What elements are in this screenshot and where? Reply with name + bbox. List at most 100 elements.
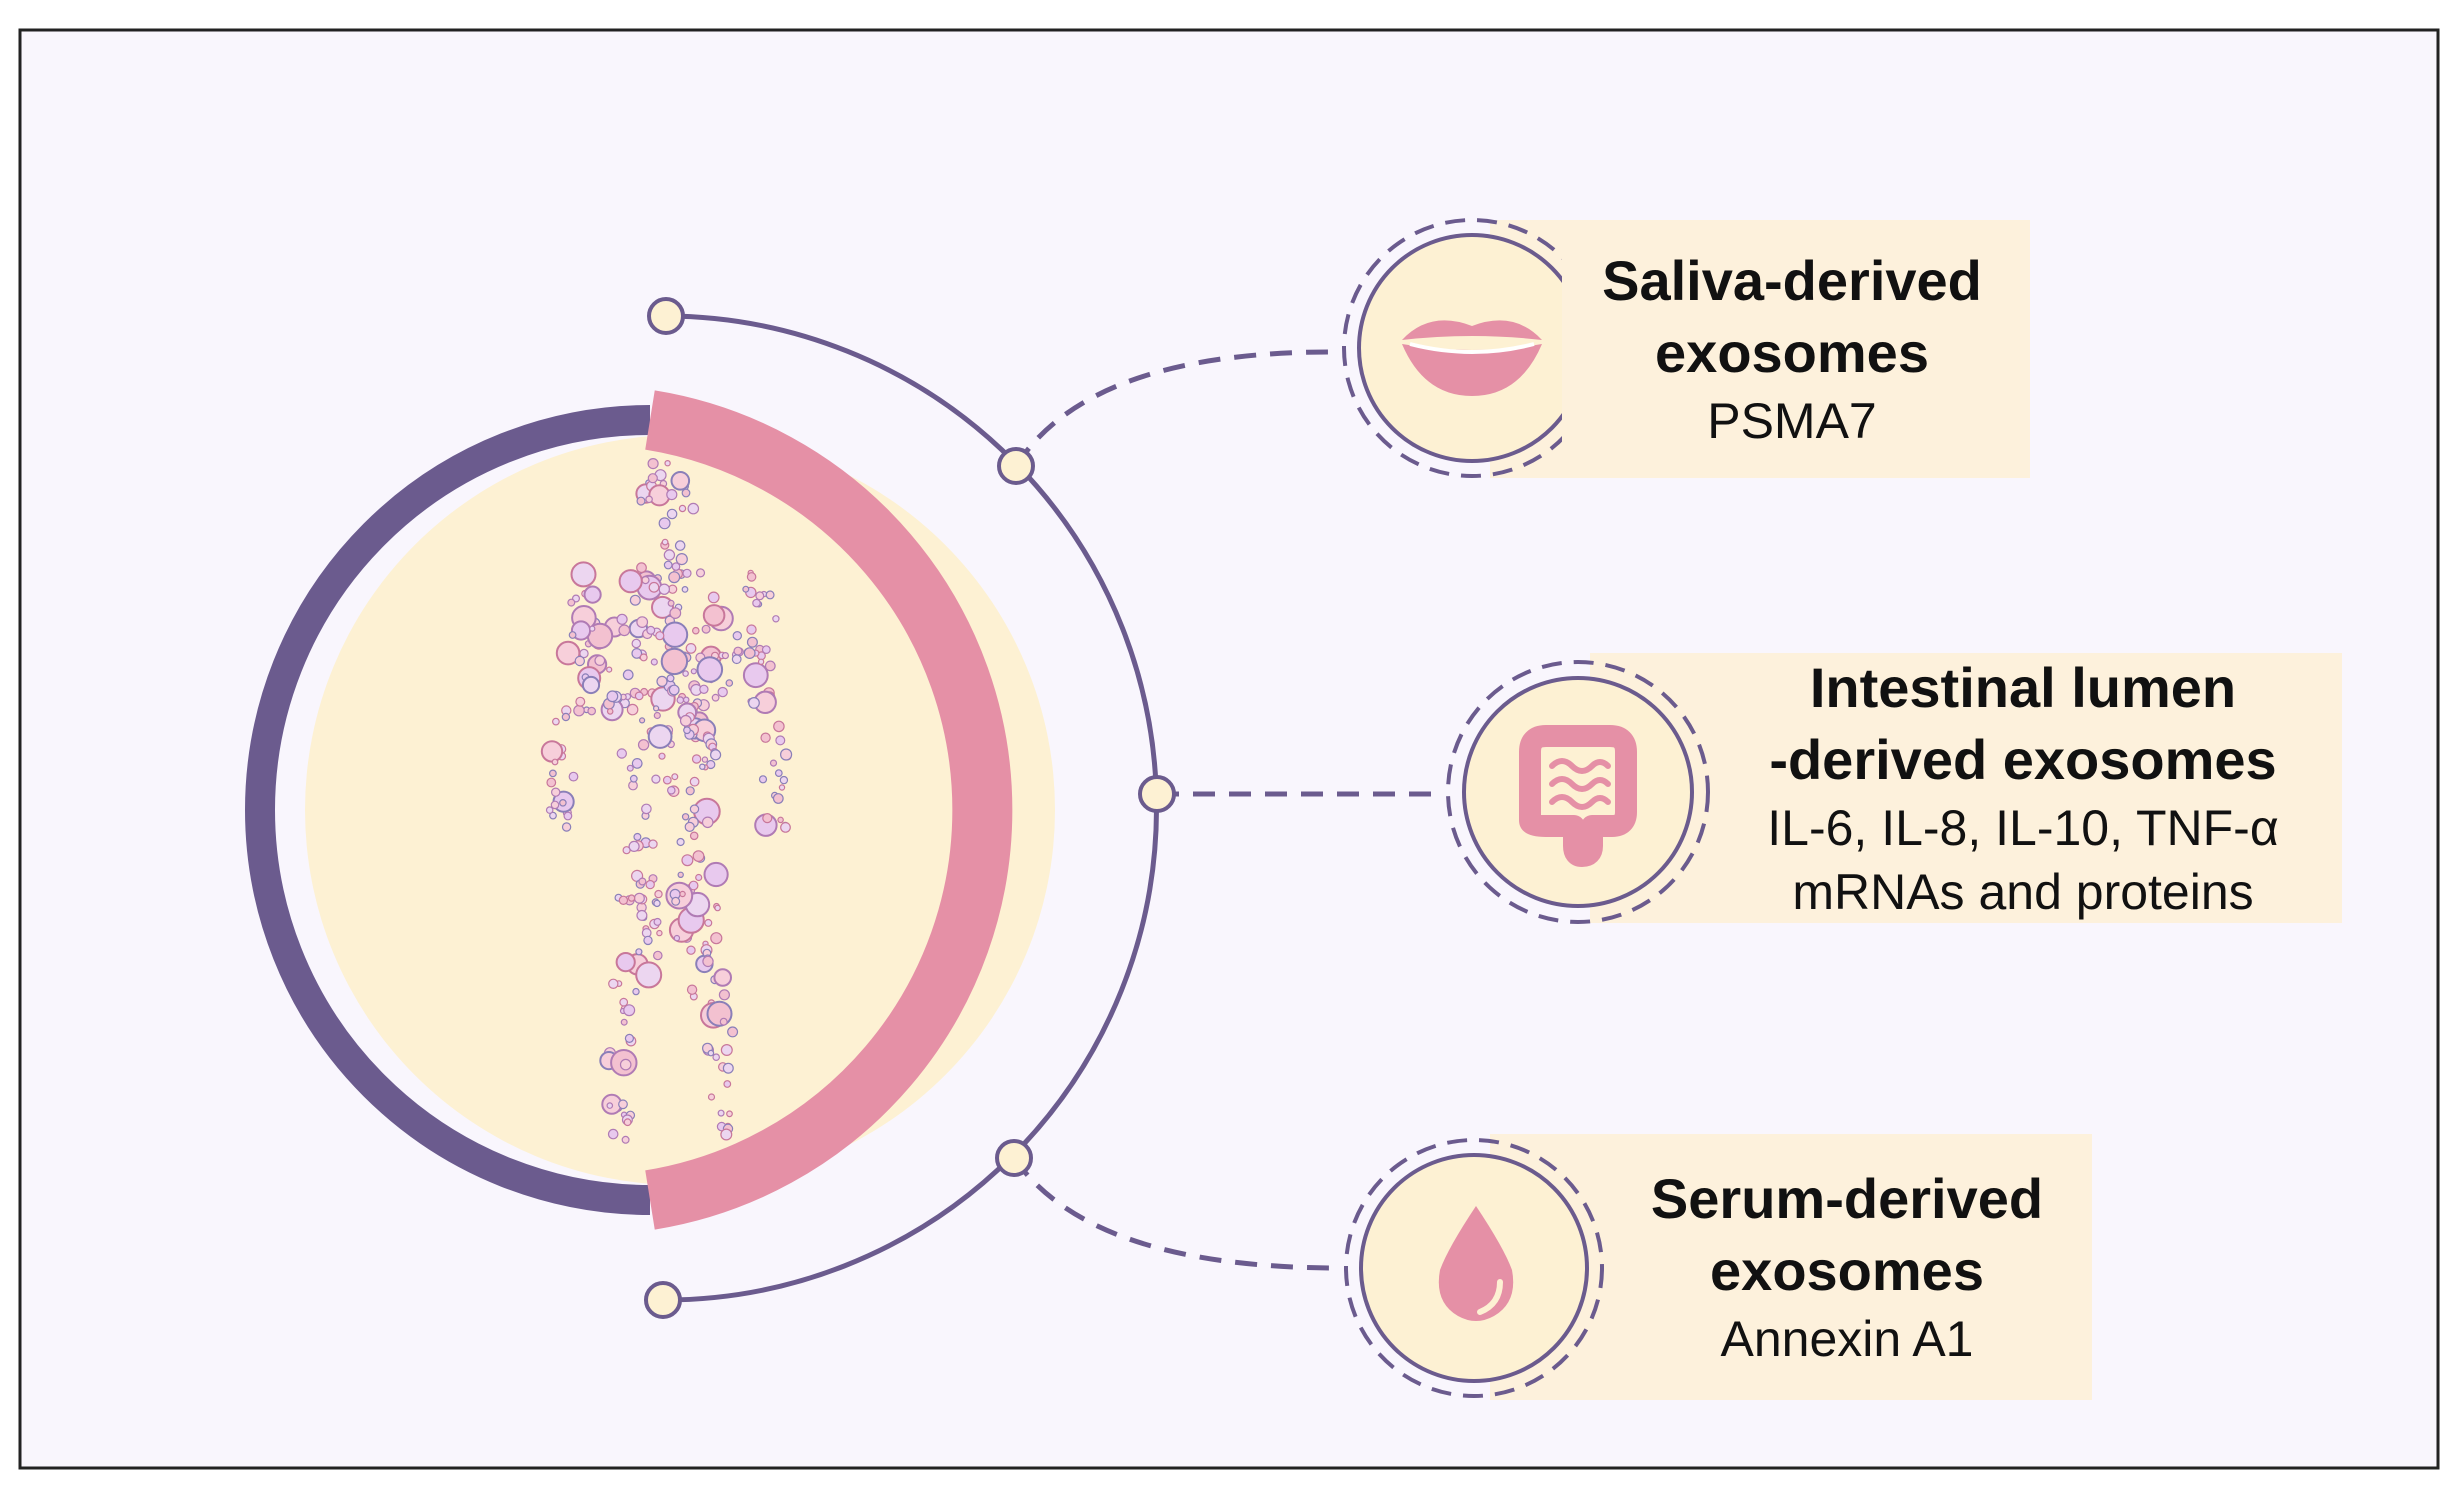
exosome-particle	[701, 756, 709, 763]
exosome-particle	[651, 595, 674, 619]
exosome-particle	[757, 658, 765, 666]
exosome-particle	[761, 645, 771, 654]
exosome-particle	[663, 549, 676, 561]
exosome-particle	[709, 749, 722, 761]
exosome-particle	[594, 655, 606, 666]
exosome-particle	[769, 759, 778, 767]
serum-icon-badge	[1344, 1138, 1604, 1398]
arc-node-saliva	[997, 447, 1035, 485]
exosome-particle	[677, 871, 684, 879]
exosome-particle	[762, 812, 773, 824]
exosome-particle	[765, 590, 775, 600]
exosome-particle	[636, 909, 648, 921]
exosome-particle	[587, 706, 597, 716]
exosome-particle	[667, 599, 675, 607]
exosome-particle	[725, 679, 734, 687]
exosome-particle	[710, 932, 723, 945]
human-body-exosome-mosaic-icon	[540, 458, 793, 1144]
hub-cream-fill	[305, 435, 1055, 1185]
intestinal-title-line-1: Intestinal lumen	[1809, 656, 2237, 719]
exosome-particle	[780, 822, 791, 833]
exosome-particle	[681, 854, 694, 867]
exosome-particle	[540, 740, 564, 763]
exosome-particle	[669, 607, 682, 619]
exosome-particle	[559, 798, 567, 807]
exosome-particle	[618, 624, 631, 637]
exosome-particle	[623, 1118, 632, 1127]
serum-detail-line-1: Annexin A1	[1720, 1311, 1974, 1367]
intestinal-detail-line-1: IL-6, IL-8, IL-10, TNF-α	[1767, 800, 2279, 856]
exosome-particle	[655, 631, 665, 641]
exosome-particle	[682, 696, 690, 704]
exosome-particle	[723, 1080, 732, 1088]
exosome-particle	[618, 569, 643, 594]
exosome-particle	[686, 984, 698, 995]
serum-title-line-2: exosomes	[1710, 1239, 1984, 1302]
exosome-particle	[607, 1128, 619, 1140]
exosome-particle	[717, 686, 728, 698]
lips-icon	[1402, 320, 1542, 396]
exosome-particle	[663, 560, 673, 570]
exosome-particle	[666, 489, 678, 501]
exosome-particle	[668, 571, 681, 584]
exosome-particle	[707, 591, 720, 604]
exosome-particle	[696, 656, 724, 683]
exosome-particle	[682, 670, 689, 677]
exosome-particle	[621, 1135, 630, 1144]
exosome-particle	[727, 1026, 739, 1038]
exosome-particle	[633, 832, 642, 841]
exosome-particle	[575, 696, 586, 707]
exosome-particle	[774, 769, 783, 777]
connector-saliva	[1013, 349, 1341, 468]
exosome-particle	[656, 675, 668, 688]
saliva-detail-line-1: PSMA7	[1707, 393, 1877, 449]
exosome-particle	[656, 929, 663, 937]
exosome-particle	[714, 904, 721, 912]
exosome-particle	[620, 1018, 628, 1026]
exosome-particle	[631, 758, 643, 769]
exosome-particle	[720, 1128, 733, 1141]
exosome-particle	[686, 945, 696, 955]
exosome-particle	[616, 613, 628, 625]
exosome-particle	[681, 488, 691, 498]
exosome-particle	[777, 816, 784, 824]
exosome-particle	[551, 758, 559, 766]
exosome-particle	[692, 850, 705, 862]
exosome-particle	[689, 776, 700, 787]
exosome-particle	[647, 724, 673, 749]
exosome-particle	[671, 896, 681, 906]
exosome-particle	[742, 662, 769, 689]
exosome-particle	[660, 647, 689, 676]
exosome-particle	[628, 840, 640, 853]
exosome-particle	[702, 955, 714, 968]
exosome-particle	[631, 648, 643, 659]
body-hub	[245, 390, 1055, 1230]
exosome-particle	[760, 732, 771, 743]
arc-end-node-top	[647, 297, 685, 335]
exosome-particle	[581, 675, 601, 695]
exosome-particle	[701, 816, 714, 829]
exosome-particle	[719, 1017, 728, 1026]
exosome-particle	[568, 631, 577, 639]
exosome-particle	[722, 1062, 734, 1074]
exosome-particle	[746, 636, 758, 648]
exosome-particle	[666, 785, 676, 795]
exosome-particle	[684, 821, 695, 833]
exosome-particle	[618, 1099, 628, 1110]
exosome-particle	[775, 735, 786, 746]
exosome-particle	[779, 775, 789, 785]
exosome-particle	[683, 726, 691, 735]
exosome-particle	[567, 598, 576, 607]
exosome-particle	[675, 552, 688, 566]
exosome-particle	[638, 717, 646, 724]
exosome-particle	[574, 655, 586, 667]
exosome-particle	[758, 775, 768, 784]
exosome-particle	[552, 717, 560, 726]
exosome-particle	[764, 660, 776, 672]
intestinal-title-line-2: -derived exosomes	[1769, 728, 2277, 791]
saliva-title-line-2: exosomes	[1655, 321, 1929, 384]
exosome-particle	[699, 763, 706, 770]
exosome-particle	[658, 752, 666, 760]
exosome-particle	[637, 739, 650, 751]
exosome-particle	[746, 624, 757, 635]
